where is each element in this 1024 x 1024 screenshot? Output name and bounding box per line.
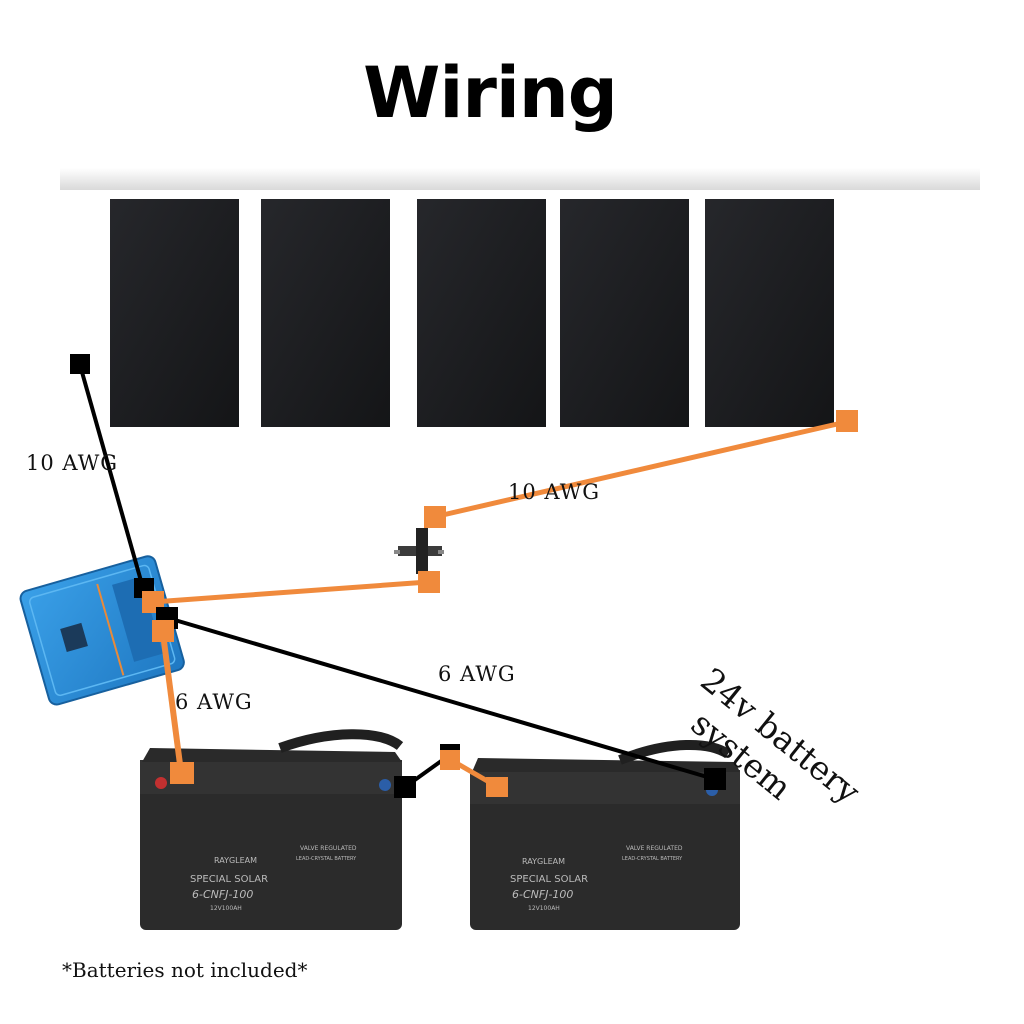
label-pv-negative-gauge: 10 AWG [26, 451, 119, 475]
breaker [394, 528, 444, 574]
wire-pv-negative [78, 364, 145, 589]
wire-battery-negative [167, 616, 715, 781]
solar-panel-2 [261, 199, 390, 427]
solar-panels [110, 199, 834, 427]
battery-2: RAYGLEAM SPECIAL SOLAR 6-CNFJ-100 12V100… [470, 739, 740, 930]
wire-pv-positive-controller [152, 579, 429, 605]
battery-2-header1: VALVE REGULATED [626, 845, 683, 852]
connector-pv-positive [836, 410, 858, 432]
connector-series-link [440, 750, 460, 770]
battery-1-model: 6-CNFJ-100 [192, 888, 253, 901]
solar-panel-4 [560, 199, 689, 427]
connector-battery-1-positive [170, 762, 194, 784]
connector-breaker-in [424, 506, 446, 528]
page-title: Wiring [363, 52, 618, 134]
wires [78, 364, 847, 789]
connectors [70, 354, 858, 798]
connector-battery-2-positive [486, 777, 508, 797]
solar-panel-3 [417, 199, 546, 427]
connector-breaker-out [418, 571, 440, 593]
battery-1-brand: RAYGLEAM [214, 856, 257, 865]
connector-pv-negative [70, 354, 90, 374]
connector-battery-2-negative [704, 768, 726, 790]
label-battery-negative-gauge: 6 AWG [438, 662, 516, 686]
battery-1-header2: LEAD-CRYSTAL BATTERY [296, 856, 357, 862]
solar-panel-5 [705, 199, 834, 427]
battery-2-rating: 12V100AH [528, 905, 560, 912]
footnote: *Batteries not included* [62, 958, 308, 982]
wire-battery-positive [159, 625, 184, 773]
wire-pv-positive-panel [433, 419, 847, 520]
battery-2-header2: LEAD-CRYSTAL BATTERY [622, 856, 683, 862]
battery-2-brand: RAYGLEAM [522, 857, 565, 866]
connector-battery-1-negative [394, 776, 416, 798]
battery-2-model: 6-CNFJ-100 [512, 888, 573, 901]
label-battery-positive-gauge: 6 AWG [175, 690, 253, 714]
label-pv-positive-gauge: 10 AWG [508, 480, 601, 504]
solar-panel-1 [110, 199, 239, 427]
battery-1-rating: 12V100AH [210, 905, 242, 912]
battery-1-header1: VALVE REGULATED [300, 845, 357, 852]
shadow-band [60, 168, 980, 190]
battery-2-line: SPECIAL SOLAR [510, 874, 588, 885]
connector-controller-battery-positive [152, 620, 174, 642]
battery-1-line: SPECIAL SOLAR [190, 874, 268, 885]
